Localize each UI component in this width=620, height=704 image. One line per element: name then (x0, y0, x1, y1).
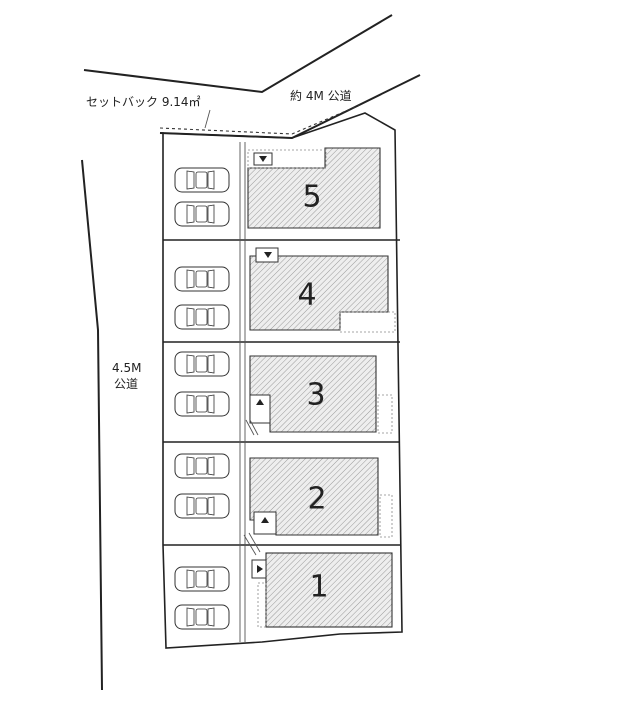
entry-arrow-5 (259, 156, 267, 162)
car-icon-5b (174, 201, 230, 227)
north-road-label: 約 4M 公道 (290, 88, 352, 103)
setback-area (159, 104, 361, 135)
walkway-mark-3 (245, 419, 259, 436)
lot-4-dash (339, 311, 396, 333)
house-footprint-2 (249, 457, 379, 536)
car-icon-2b (174, 493, 230, 519)
entry-box-3 (249, 394, 271, 424)
lot-number-1: 1 (309, 570, 328, 605)
car-icon-1a (174, 566, 230, 592)
west-road-line (81, 159, 103, 691)
setback-leader (204, 109, 211, 129)
car-icon-3b (174, 391, 230, 417)
entry-arrow-1 (257, 565, 263, 573)
lot-2-dash (379, 494, 393, 538)
lot-number-4: 4 (297, 278, 316, 313)
north-road-upper-line (83, 14, 393, 94)
entry-arrow-4 (264, 252, 272, 258)
car-icon-3a (174, 351, 230, 377)
entry-arrow-2 (261, 517, 269, 523)
house-footprint-4 (249, 255, 389, 331)
west-road-label-type: 公道 (114, 377, 138, 391)
house-footprint-1 (265, 552, 393, 628)
site-boundary (159, 112, 403, 649)
entry-arrow-3 (256, 399, 264, 405)
car-icon-5a (174, 167, 230, 193)
setback-label: セットバック 9.14㎡ (86, 95, 201, 109)
car-icon-4a (174, 266, 230, 292)
car-icon-2a (174, 453, 230, 479)
lot-number-2: 2 (307, 482, 326, 517)
west-road-label-width: 4.5M (112, 361, 141, 375)
car-icon-1b (174, 604, 230, 630)
lot-number-5: 5 (302, 180, 321, 215)
lot-1-dash (257, 582, 267, 628)
walkway-mark-2 (243, 532, 261, 556)
car-icon-4b (174, 304, 230, 330)
lot-3-dash (377, 394, 393, 434)
lot-number-3: 3 (306, 378, 325, 413)
